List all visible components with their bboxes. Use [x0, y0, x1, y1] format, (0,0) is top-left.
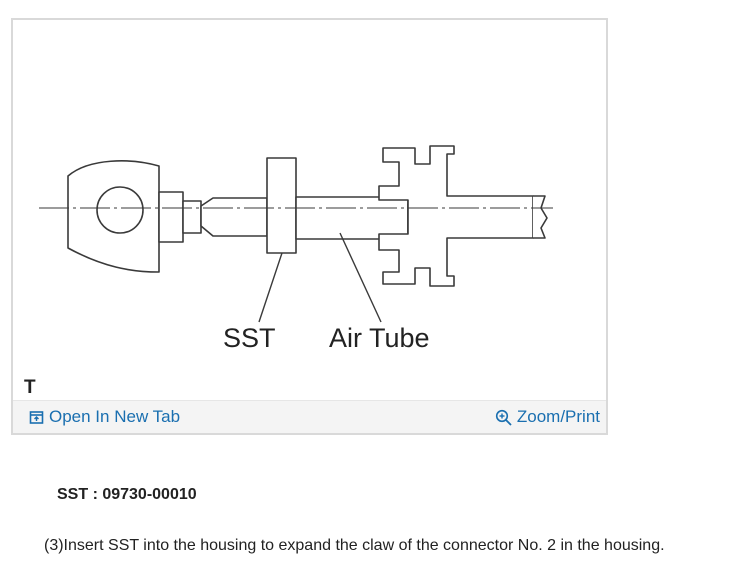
illustration: SST Air Tube T	[24, 145, 553, 398]
sst-label: SST	[223, 323, 276, 353]
step-instruction: (3)Insert SST into the housing to expand…	[44, 537, 665, 554]
connector-hole	[96, 186, 144, 234]
zoom-in-icon	[495, 409, 512, 426]
connector-neck	[158, 191, 184, 243]
zoom-print-link[interactable]: Zoom/Print	[495, 401, 600, 433]
sst-leader	[258, 252, 283, 323]
connector-collar	[182, 200, 202, 234]
tube-break	[533, 195, 548, 239]
figure-card: SST Air Tube T Open In New Tab Zoom/Prin…	[11, 18, 608, 435]
figure-toolbar: Open In New Tab Zoom/Print	[13, 400, 606, 433]
sst-code-line: SST : 09730-00010	[57, 486, 197, 503]
zoom-print-label: Zoom/Print	[516, 407, 600, 426]
housing	[378, 145, 534, 287]
open-new-tab-label: Open In New Tab	[49, 407, 181, 426]
sst-flange	[266, 157, 297, 254]
open-new-tab-link[interactable]: Open In New Tab	[29, 401, 180, 433]
air-tube-label: Air Tube	[329, 323, 430, 353]
air-tube-leader	[339, 232, 382, 323]
open-new-tab-icon	[29, 410, 44, 424]
air-tube-body	[295, 196, 409, 240]
figure-code: T	[24, 377, 36, 398]
sst-shaft	[200, 197, 268, 237]
